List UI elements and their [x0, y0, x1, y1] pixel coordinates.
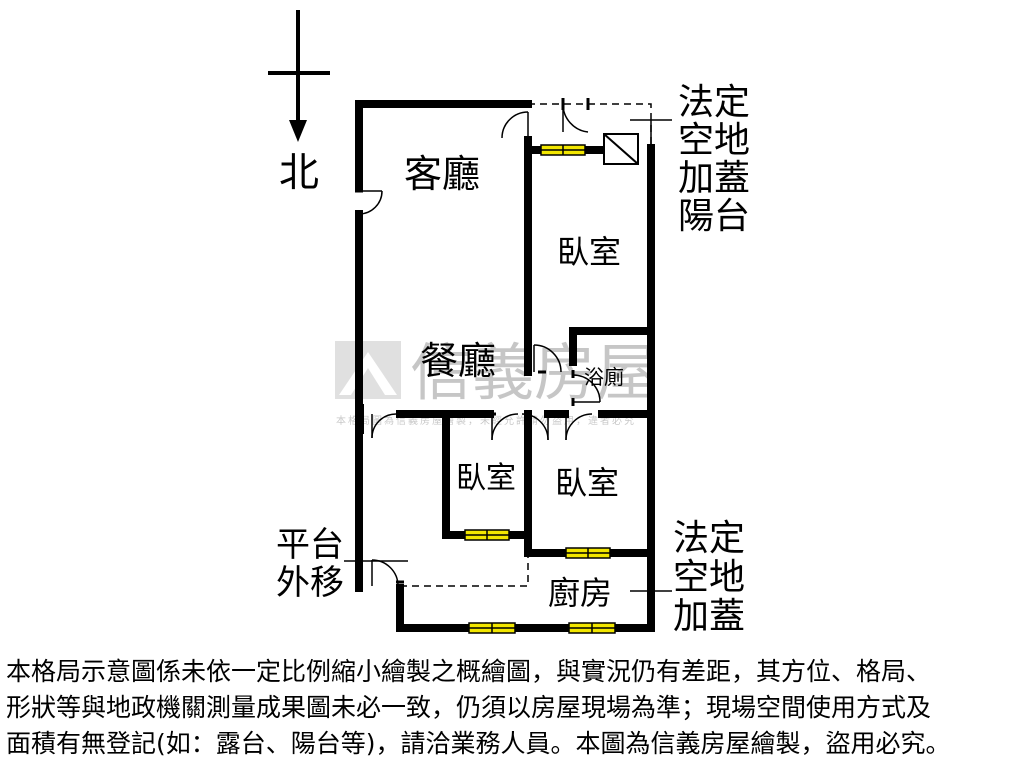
disclaimer-line: 面積有無登記(如：露台、陽台等)，請洽業務人員。本圖為信義房屋繪製，盜用必究。 [6, 729, 951, 758]
platform-note: 平台 外移 [276, 525, 344, 603]
window-kitchen-2 [568, 622, 616, 634]
balcony-note-line: 陽台 [678, 196, 750, 237]
door-bathroom [571, 370, 601, 406]
door-balcony-1 [501, 111, 532, 140]
wall-post [355, 404, 364, 434]
north-arrow-icon [268, 10, 330, 142]
kitchen-note: 法定 空地 加蓋 [673, 518, 745, 637]
platform-note-line: 平台 [276, 525, 344, 565]
doors [355, 98, 601, 587]
platform-note-line: 外移 [276, 563, 344, 603]
room-label-living: 客廳 [404, 152, 480, 196]
disclaimer-line: 形狀等與地政機關測量成果圖未必一致，仍須以房屋現場為準；現場空間使用方式及 [6, 693, 932, 722]
door-middle-bedroom-2 [565, 413, 593, 441]
kitchen-note-line: 空地 [673, 557, 745, 598]
window-kitchen-1 [468, 622, 516, 634]
kitchen-note-line: 法定 [673, 518, 745, 559]
kitchen-note-line: 加蓋 [673, 596, 745, 637]
disclaimer: 本格局示意圖係未依一定比例縮小繪製之概繪圖，與實況仍有差距，其方位、格局、 形狀… [6, 654, 1018, 762]
room-label-kitchen: 廚房 [548, 574, 612, 612]
windows [464, 144, 616, 634]
room-label-small-bedroom: 臥室 [456, 461, 516, 496]
leader-lines [344, 119, 672, 592]
balcony-note-line: 法定 [678, 82, 750, 123]
north-label: 北 [279, 150, 319, 196]
door-platform [371, 559, 404, 587]
door-dining-west [371, 413, 397, 439]
watermark: 信義房屋 本格局圖為信義房屋繪製，未經允許請勿盜用，違者必究 [335, 336, 658, 427]
room-label-middle-bedroom: 臥室 [555, 464, 619, 502]
room-label-dining: 餐廳 [420, 339, 496, 383]
window-small-bedroom [464, 529, 510, 541]
watermark-logo-icon [335, 341, 401, 399]
window-middle-bedroom [565, 547, 611, 559]
door-master-bedroom [533, 344, 562, 374]
door-middle-bedroom [521, 412, 552, 441]
balcony-note-line: 加蓋 [678, 158, 750, 199]
door-balcony-2 [561, 98, 590, 133]
room-label-bathroom: 浴廁 [584, 365, 624, 389]
disclaimer-line: 本格局示意圖係未依一定比例縮小繪製之概繪圖，與實況仍有差距，其方位、格局、 [6, 657, 932, 686]
window-bedroom-north [540, 144, 586, 156]
utility-box-icon [603, 133, 639, 165]
balcony-note-line: 空地 [678, 120, 750, 161]
door-entrance-west [355, 189, 383, 216]
room-label-master-bedroom: 臥室 [557, 233, 621, 271]
dashed-outlines [400, 103, 652, 587]
door-small-bedroom [488, 412, 519, 441]
balcony-note: 法定 空地 加蓋 陽台 [678, 82, 750, 237]
